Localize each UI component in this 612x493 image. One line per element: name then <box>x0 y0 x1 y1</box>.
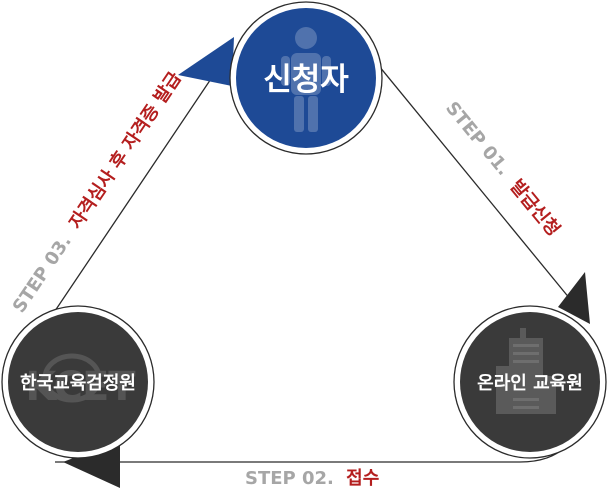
node-online: 온라인 교육원 <box>453 305 607 459</box>
arrowhead-step-01 <box>558 272 590 324</box>
node-applicant-label: 신청자 <box>263 62 349 98</box>
step-01-prefix: STEP 01. <box>441 98 514 180</box>
step-03-label: 자격심사 후 자격증 발급 <box>65 68 186 233</box>
step-03-caption: STEP 03. 자격심사 후 자격증 발급 <box>9 68 186 316</box>
step-01-caption: STEP 01. 발급신청 <box>441 98 564 241</box>
node-applicant-fill <box>236 8 376 148</box>
step-03-prefix: STEP 03. <box>9 231 76 316</box>
step-03-text: STEP 03. 자격심사 후 자격증 발급 <box>9 68 186 316</box>
person-icon <box>281 27 331 132</box>
kcet-logo-text: KCET <box>25 364 136 410</box>
node-institute-fill <box>8 312 148 452</box>
arrowhead-step-03 <box>178 37 234 86</box>
building-windows <box>513 344 539 409</box>
building-icon <box>496 328 556 414</box>
connector-line-step-01 <box>369 54 576 306</box>
step-02-text: STEP 02. 접수 <box>245 468 379 489</box>
step-02-caption: STEP 02. 접수 <box>245 468 379 489</box>
node-applicant: 신청자 <box>229 1 383 155</box>
node-online-label: 온라인 교육원 <box>477 373 583 394</box>
node-institute: KCET 한국교육검정원 <box>1 305 155 459</box>
step-02-prefix: STEP 02. <box>245 468 334 489</box>
step-02-label: 접수 <box>346 468 379 489</box>
step-01-text: STEP 01. 발급신청 <box>441 98 564 241</box>
node-institute-label: 한국교육검정원 <box>20 373 136 394</box>
kcet-logo-icon: KCET <box>25 353 137 410</box>
